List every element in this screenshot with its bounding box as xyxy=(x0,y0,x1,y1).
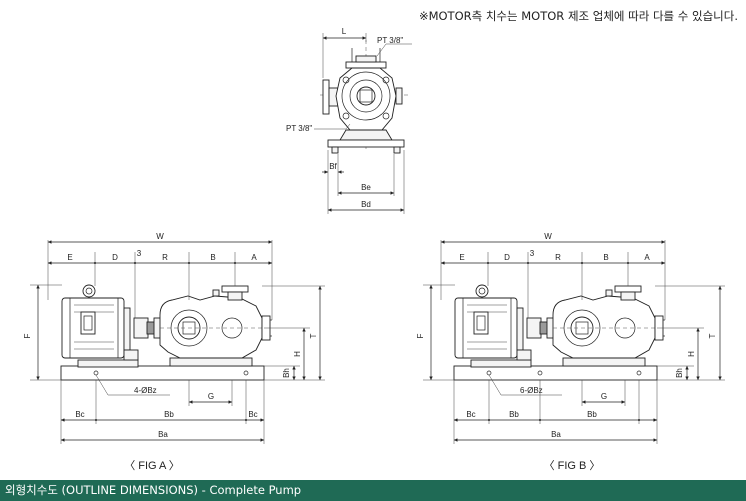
fig-b-dim-Bb-right: Bb xyxy=(587,410,597,419)
fig-a-dim-B: B xyxy=(210,253,215,262)
fig-b-caption: 〈 FIG B 〉 xyxy=(544,459,601,472)
fig-a-caption: 〈 FIG A 〉 xyxy=(124,459,180,472)
fig-b-dim-G: G xyxy=(601,392,607,401)
fig-a-dim-Bb: Bb xyxy=(164,410,174,419)
end-view: L PT 3/8" PT 3/8" Bf Be Bd xyxy=(286,27,412,214)
fig-a-dim-Bh: Bh xyxy=(282,368,291,378)
motor-dimension-note: ※MOTOR측 치수는 MOTOR 제조 업체에 따라 다를 수 있습니다. xyxy=(418,9,738,23)
fig-b-dim-3: 3 xyxy=(530,249,535,258)
fig-b-dim-B: B xyxy=(603,253,608,262)
fig-a-dim-Ba: Ba xyxy=(158,430,168,439)
fig-b-dim-T: T xyxy=(708,333,717,338)
fig-b-dim-Ba: Ba xyxy=(551,430,561,439)
fig-b-dim-A: A xyxy=(644,253,650,262)
fig-a-dim-F: F xyxy=(23,333,32,338)
dim-L: L xyxy=(342,27,347,36)
fig-b-dim-E: E xyxy=(459,253,464,262)
fig-a-side-view: W E D 3 R B A F T H Bh 4-ØBz xyxy=(23,232,325,472)
dim-Bd: Bd xyxy=(361,200,371,209)
fig-a-dim-T: T xyxy=(309,333,318,338)
fig-b-dim-D: D xyxy=(504,253,510,262)
fig-b-dim-H: H xyxy=(687,351,696,357)
fig-b-dim-Bb-left: Bb xyxy=(509,410,519,419)
fig-a-dim-A: A xyxy=(251,253,257,262)
fig-b-dim-Bh: Bh xyxy=(675,368,684,378)
dim-pt-left: PT 3/8" xyxy=(286,124,312,133)
fig-b-dim-bolt: 6-ØBz xyxy=(520,386,543,395)
fig-a-dim-G: G xyxy=(208,392,214,401)
fig-a-dim-3: 3 xyxy=(137,249,142,258)
dim-pt-top: PT 3/8" xyxy=(377,36,403,45)
fig-a-dim-E: E xyxy=(67,253,72,262)
fig-b-dim-Bc: Bc xyxy=(466,410,475,419)
fig-a-dim-bolt: 4-ØBz xyxy=(134,386,157,395)
fig-a-dim-H: H xyxy=(293,351,302,357)
fig-a-dim-Bc-left: Bc xyxy=(75,410,84,419)
footer-title-bar: 외형치수도 (OUTLINE DIMENSIONS) - Complete Pu… xyxy=(0,480,746,501)
dim-Bf: Bf xyxy=(329,162,337,171)
fig-a-dim-Bc-right: Bc xyxy=(248,410,257,419)
fig-b-dim-F: F xyxy=(416,333,425,338)
fig-a-dim-R: R xyxy=(162,253,168,262)
fig-b-side-view: W E D 3 R B A F T H Bh 6-ØBz xyxy=(416,232,725,472)
dim-Be: Be xyxy=(361,183,371,192)
fig-a-dim-W: W xyxy=(156,232,164,241)
fig-b-dim-W: W xyxy=(544,232,552,241)
fig-b-dim-R: R xyxy=(555,253,561,262)
fig-a-dim-D: D xyxy=(112,253,118,262)
